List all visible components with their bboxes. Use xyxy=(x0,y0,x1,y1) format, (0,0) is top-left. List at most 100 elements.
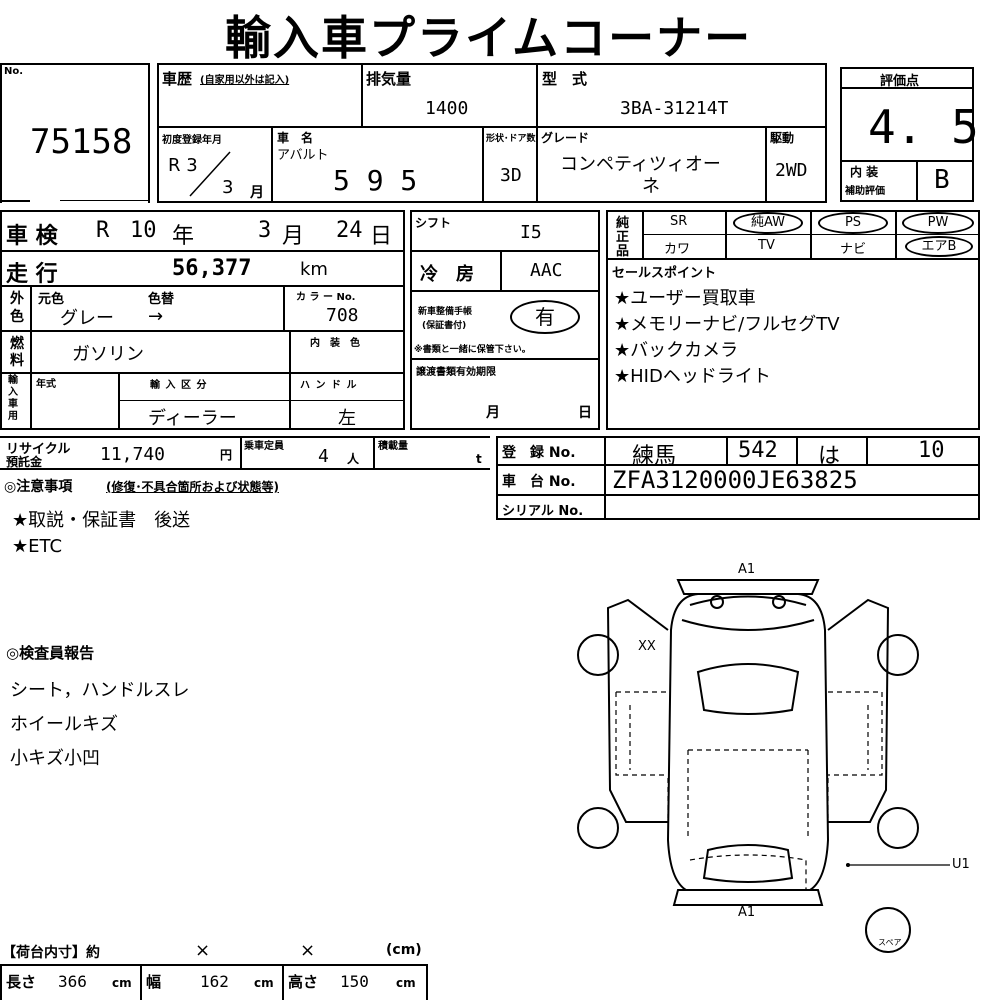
note-item-1: ★取説・保証書 後送 xyxy=(12,510,191,531)
drive-value: 2WD xyxy=(775,160,808,181)
cargo-length: 366 xyxy=(58,972,87,991)
cargo-unit: (cm) xyxy=(386,942,422,958)
ac-value: AAC xyxy=(530,260,563,281)
sales-point-4: ★HIDヘッドライト xyxy=(614,366,771,387)
cargo-width-label: 幅 xyxy=(146,973,162,991)
maint-label-1: 新車整備手帳 xyxy=(418,307,473,317)
cargo-height-cm: cm xyxy=(396,976,416,990)
lot-number-value: 75158 xyxy=(30,122,133,162)
inspection-year-unit: 年 xyxy=(172,224,195,249)
right-damage-mark: U1 xyxy=(952,857,970,872)
color-no-label: カ ラ ー No. xyxy=(296,292,356,303)
reg-number: 10 xyxy=(918,438,945,463)
cargo-length-cm: cm xyxy=(112,976,132,990)
lot-number-box xyxy=(0,63,150,203)
capacity-unit: 人 xyxy=(347,452,360,466)
equipment-grid xyxy=(606,210,980,430)
serial-label: シリアル No. xyxy=(502,504,584,519)
capacity-label: 乗車定員 xyxy=(244,441,284,452)
load-unit: t xyxy=(476,452,482,466)
equip-pw: PW xyxy=(902,212,974,234)
sales-point-1: ★ユーザー買取車 xyxy=(614,288,756,309)
fuel-side-1: 燃 xyxy=(10,336,24,352)
car-maker: アバルト xyxy=(277,148,329,163)
cargo-x2: × xyxy=(300,940,316,961)
car-name-label: 車 名 xyxy=(277,131,314,145)
page-title: 輸入車プライムコーナー xyxy=(225,11,753,65)
rear-damage-mark: A1 xyxy=(738,905,756,920)
equip-side-3: 品 xyxy=(616,244,630,259)
notes-label: ◎注意事項 xyxy=(4,479,73,495)
displacement-value: 1400 xyxy=(425,98,469,119)
history-label: 車歴 xyxy=(162,70,193,88)
cargo-height: 150 xyxy=(340,972,369,991)
grade-line2: ネ xyxy=(642,176,660,197)
equip-side-2: 正 xyxy=(616,230,630,245)
inspector-item-3: 小キズ小凹 xyxy=(10,748,100,769)
interior-label-2: 補助評価 xyxy=(845,186,885,197)
history-note: (自家用以外は記入) xyxy=(200,75,290,86)
mileage-unit: km xyxy=(300,259,328,280)
first-reg-month: 3 xyxy=(222,177,234,198)
fuel-value: ガソリン xyxy=(72,344,144,365)
exterior-side-1: 外 xyxy=(10,291,24,307)
displacement-label: 排気量 xyxy=(366,70,412,88)
handle-value: 左 xyxy=(338,408,356,429)
first-reg-label: 初度登録年月 xyxy=(162,135,222,146)
cargo-width: 162 xyxy=(200,972,229,991)
cargo-length-label: 長さ xyxy=(6,973,37,991)
rating-value: 4. 5 xyxy=(868,100,979,154)
cargo-table xyxy=(0,964,428,1000)
transfer-day-unit: 日 xyxy=(578,405,592,421)
grade-line1: コンペティツィオー xyxy=(560,154,721,175)
transfer-label: 譲渡書類有効期限 xyxy=(416,367,496,378)
chassis-label: 車 台 No. xyxy=(502,474,576,490)
doors-value: 3D xyxy=(500,165,522,186)
equip-sr: SR xyxy=(670,214,688,229)
interior-color-label: 内 装 色 xyxy=(310,338,360,349)
cargo-height-label: 高さ xyxy=(288,973,319,991)
inspector-item-1: シート，ハンドルスレ xyxy=(10,680,190,701)
recycle-label-1: リサイクル xyxy=(6,442,71,457)
interior-value: B xyxy=(934,165,950,195)
inspection-month: 3 xyxy=(258,218,272,243)
cargo-width-cm: cm xyxy=(254,976,274,990)
recycle-label-2: 預託金 xyxy=(6,455,43,469)
import-type-label: 輸 入 区 分 xyxy=(150,380,208,391)
color-change-label: 色替 xyxy=(148,292,175,307)
inspector-item-2: ホイールキズ xyxy=(10,714,118,735)
cargo-label: 【荷台内寸】約 xyxy=(2,945,100,961)
sales-point-2: ★メモリーナビ/フルセグTV xyxy=(614,314,840,335)
maint-note: ※書類と一緒に保管下さい。 xyxy=(414,345,531,355)
transfer-month-unit: 月 xyxy=(486,405,500,421)
import-type-value: ディーラー xyxy=(148,408,237,429)
reg-label: 登 録 No. xyxy=(502,445,576,461)
grade-label: グレード xyxy=(541,131,590,145)
ac-label: 冷 房 xyxy=(420,264,474,285)
color-no-value: 708 xyxy=(326,305,359,326)
sales-point-3: ★バックカメラ xyxy=(614,340,739,361)
inspection-day: 24 xyxy=(336,218,363,243)
model-label: 型 式 xyxy=(542,70,588,88)
spare-label: スペア xyxy=(878,938,902,947)
inspection-label: 車 検 xyxy=(6,224,58,249)
model-value: 3BA-31214T xyxy=(620,98,729,119)
equip-side-1: 純 xyxy=(616,216,630,231)
recycle-unit: 円 xyxy=(220,448,233,462)
maint-value: 有 xyxy=(510,300,580,334)
doors-label: 形状･ドア数 xyxy=(486,134,536,144)
vehicle-info-grid xyxy=(157,63,827,203)
import-year-label: 年式 xyxy=(36,379,56,390)
recycle-row xyxy=(0,436,490,470)
mileage-label: 走 行 xyxy=(6,262,58,287)
inspection-day-unit: 日 xyxy=(370,224,393,249)
equip-leather: カワ xyxy=(664,242,691,257)
car-name-value: 5 9 5 xyxy=(333,164,418,197)
equip-ps: PS xyxy=(818,212,888,234)
shift-ac-grid xyxy=(410,210,600,430)
middle-grid xyxy=(0,210,405,430)
load-label: 積載量 xyxy=(378,441,408,452)
lot-number-label: No. xyxy=(4,66,24,77)
cargo-x1: × xyxy=(195,940,211,961)
fuel-side-2: 料 xyxy=(10,353,24,369)
